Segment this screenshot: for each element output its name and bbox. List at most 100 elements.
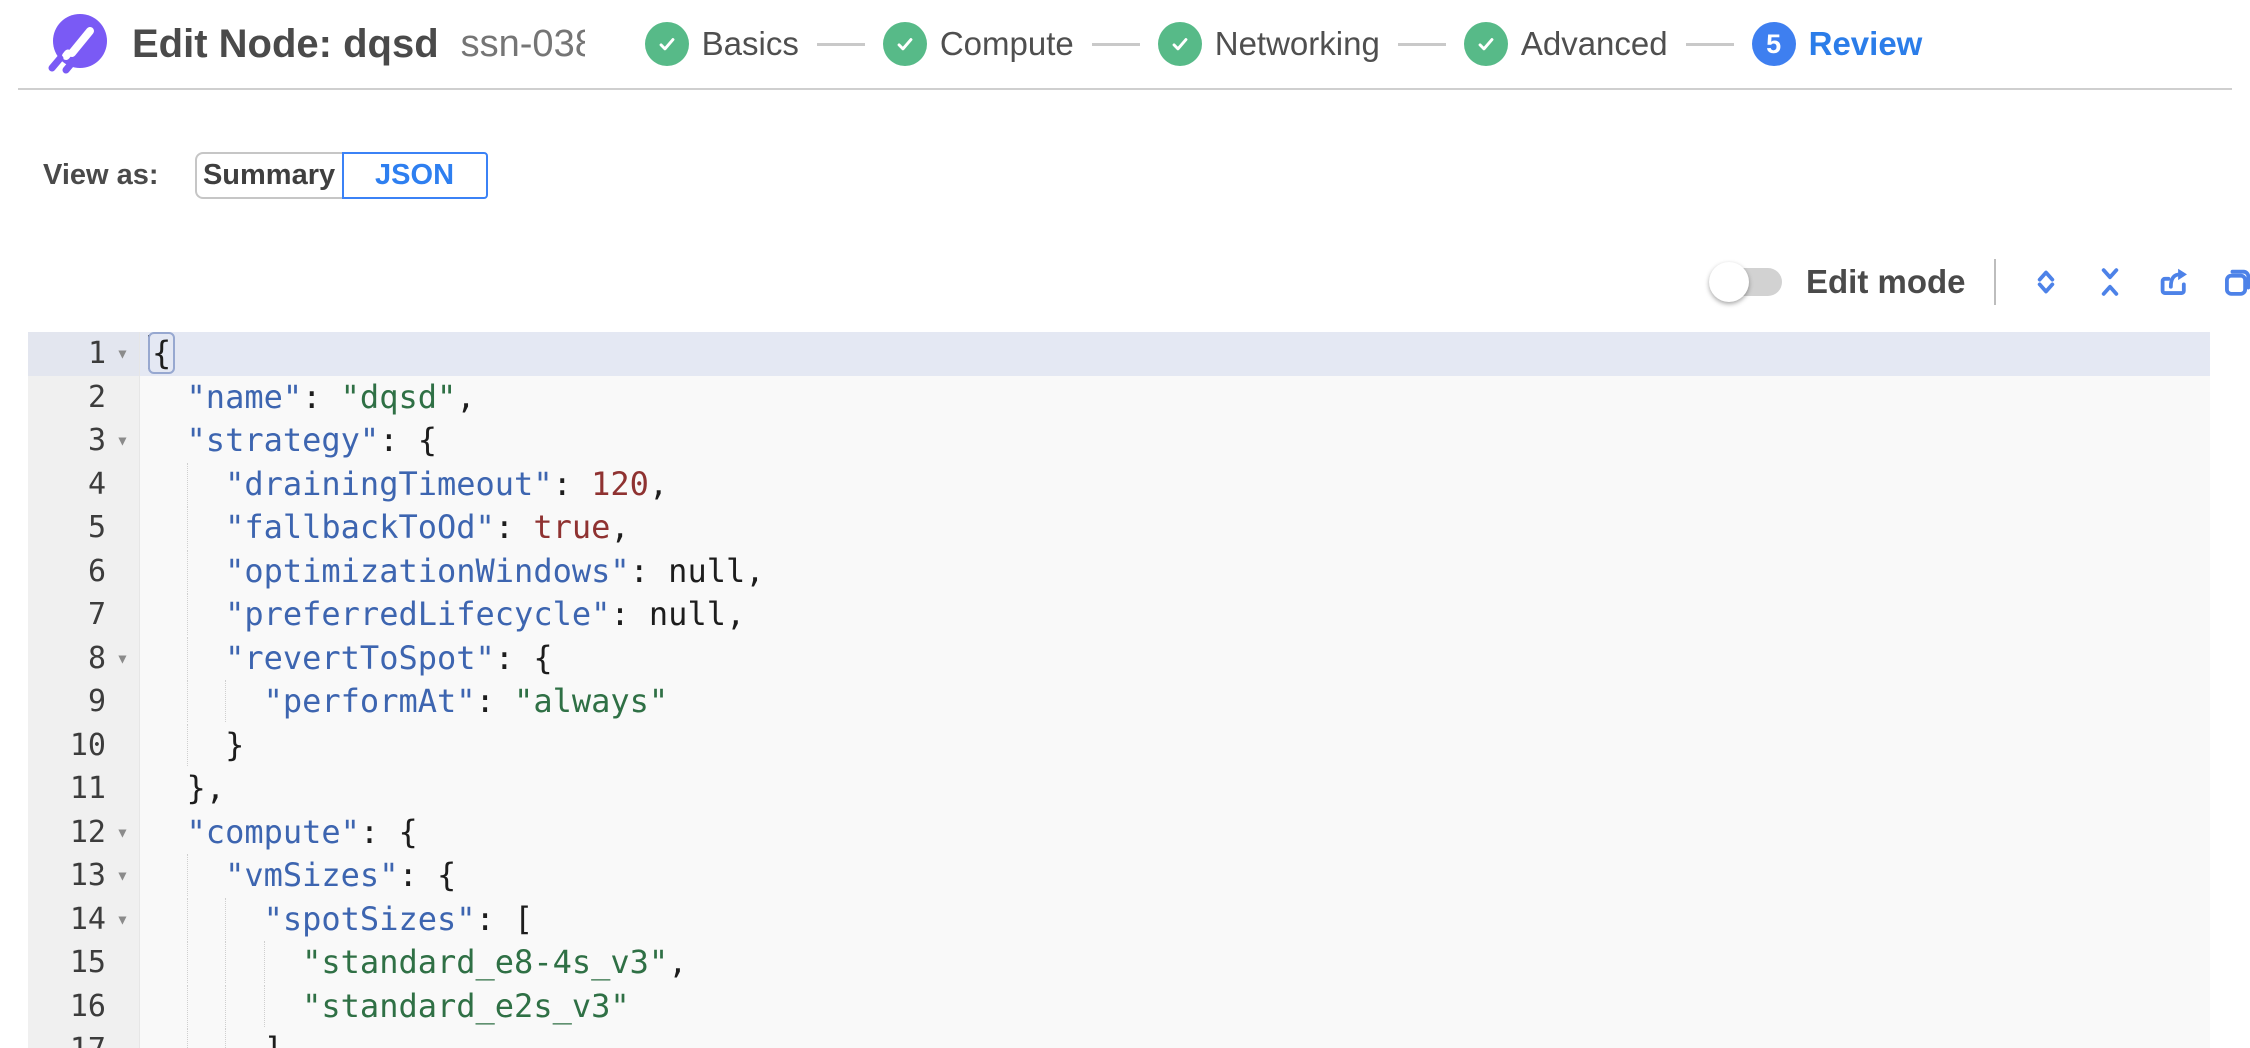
line-number: 4: [87, 466, 106, 502]
token-str: "standard_e2s_v3": [302, 986, 630, 1025]
expand-all-icon[interactable]: [2026, 262, 2066, 302]
copy-icon[interactable]: [2218, 262, 2250, 302]
token-punc: : {: [398, 856, 457, 894]
indent-guide: [186, 636, 226, 679]
indent-guide: [186, 941, 226, 983]
editor-line: 8▾"revertToSpot": {: [28, 636, 2210, 681]
code-line[interactable]: {: [140, 332, 2210, 376]
token-key: "spotSizes": [263, 899, 476, 938]
fold-arrow-icon[interactable]: ▾: [116, 645, 129, 670]
token-punc: ,: [610, 508, 630, 546]
code-line[interactable]: "standard_e8-4s_v3",: [140, 941, 2210, 985]
code-line[interactable]: "performAt": "always": [140, 680, 2210, 724]
editor-line: 9"performAt": "always": [28, 680, 2210, 724]
code-line[interactable]: "name": "dqsd",: [140, 376, 2210, 420]
indent-guide: [225, 941, 264, 983]
gutter-cell: 3▾: [28, 419, 140, 463]
code-line[interactable]: "spotSizes": [: [140, 897, 2210, 942]
export-icon[interactable]: [2154, 262, 2194, 302]
line-number: 6: [87, 553, 106, 589]
token-null: null: [668, 551, 746, 590]
code-line[interactable]: "standard_e2s_v3": [140, 984, 2210, 1029]
edit-mode-toggle[interactable]: [1709, 262, 1782, 302]
line-number: 10: [69, 727, 106, 763]
indent-guide: [148, 767, 187, 809]
code-line[interactable]: "compute": {: [140, 811, 2210, 855]
code-line[interactable]: "drainingTimeout": 120,: [140, 462, 2210, 507]
code-line[interactable]: },: [140, 767, 2210, 811]
step-connector: [1091, 42, 1140, 46]
token-key: "fallbackToOd": [225, 508, 495, 546]
code-line[interactable]: "revertToSpot": {: [140, 636, 2210, 681]
token-key: "name": [186, 377, 303, 416]
json-view-button[interactable]: JSON: [341, 152, 488, 199]
gutter-cell: 11: [28, 767, 140, 811]
fold-arrow-icon[interactable]: ▾: [116, 341, 129, 365]
editor-line: 7 "preferredLifecycle": null,: [28, 593, 2210, 637]
indent-guide: [148, 1028, 187, 1048]
indent-guide: [148, 637, 187, 679]
step-compute[interactable]: Compute: [882, 22, 1074, 66]
indent-guide: [186, 897, 226, 940]
line-number: 3: [87, 423, 106, 458]
line-number: 7: [87, 597, 106, 632]
code-line[interactable]: "strategy": {: [140, 419, 2210, 463]
code-line[interactable]: "fallbackToOd": true,: [140, 506, 2210, 550]
editor-line: 6 "optimizationWindows": null,: [28, 549, 2210, 594]
spot-logo-icon: [48, 14, 107, 74]
token-punc: ,: [668, 943, 688, 981]
json-editor[interactable]: 1▾{2"name": "dqsd",3▾"strategy": {4"drai…: [28, 332, 2210, 1048]
indent-guide: [263, 984, 303, 1027]
code-line[interactable]: "preferredLifecycle": null,: [140, 593, 2210, 637]
collapse-all-icon[interactable]: [2090, 262, 2130, 302]
indent-guide: [186, 506, 226, 548]
code-line[interactable]: }: [140, 723, 2210, 768]
line-number: 11: [69, 771, 106, 806]
gutter-cell: 16: [28, 984, 140, 1028]
token-null: null: [648, 595, 726, 633]
fold-arrow-icon[interactable]: ▾: [116, 428, 129, 452]
line-number: 16: [69, 988, 106, 1024]
indent-guide: [186, 984, 226, 1027]
indent-guide: [148, 463, 187, 505]
editor-line: 3▾"strategy": {: [28, 419, 2210, 463]
indent-guide: [186, 593, 226, 635]
view-as-toggle-group: Summary JSON: [194, 152, 488, 199]
fold-arrow-icon[interactable]: ▾: [116, 906, 129, 931]
text-cursor: [148, 335, 150, 369]
code-line[interactable]: "vmSizes": {: [140, 854, 2210, 898]
step-advanced[interactable]: Advanced: [1463, 22, 1668, 66]
token-punc: : {: [359, 812, 418, 851]
step-label: Basics: [701, 25, 799, 62]
editor-line: 17],: [28, 1028, 2210, 1048]
fold-arrow-icon[interactable]: ▾: [116, 863, 129, 887]
token-key: "strategy": [186, 421, 380, 459]
line-number: 14: [69, 901, 106, 937]
gutter-cell: 5: [28, 506, 140, 550]
step-connector: [816, 42, 865, 46]
token-str: "always": [514, 682, 669, 720]
line-number: 13: [69, 858, 106, 893]
step-networking[interactable]: Networking: [1157, 22, 1380, 66]
summary-view-button[interactable]: Summary: [194, 152, 342, 199]
gutter-cell: 12▾: [28, 810, 140, 854]
editor-toolbar: Edit mode: [1709, 256, 2250, 308]
fold-arrow-icon[interactable]: ▾: [116, 819, 129, 844]
indent-guide: [225, 680, 264, 722]
code-line[interactable]: ],: [140, 1028, 2210, 1048]
step-connector: [1397, 42, 1446, 46]
indent-guide: [148, 898, 187, 940]
view-as-label: View as:: [43, 159, 159, 191]
step-basics[interactable]: Basics: [644, 22, 799, 66]
editor-line: 1▾{: [28, 332, 2210, 376]
step-label: Review: [1808, 25, 1923, 62]
check-icon: [1157, 22, 1202, 66]
token-punc: :: [302, 377, 341, 416]
indent-guide: [225, 1028, 264, 1048]
token-punc: ,: [456, 377, 476, 416]
code-line[interactable]: "optimizationWindows": null,: [140, 549, 2210, 594]
editor-line: 2"name": "dqsd",: [28, 375, 2210, 420]
